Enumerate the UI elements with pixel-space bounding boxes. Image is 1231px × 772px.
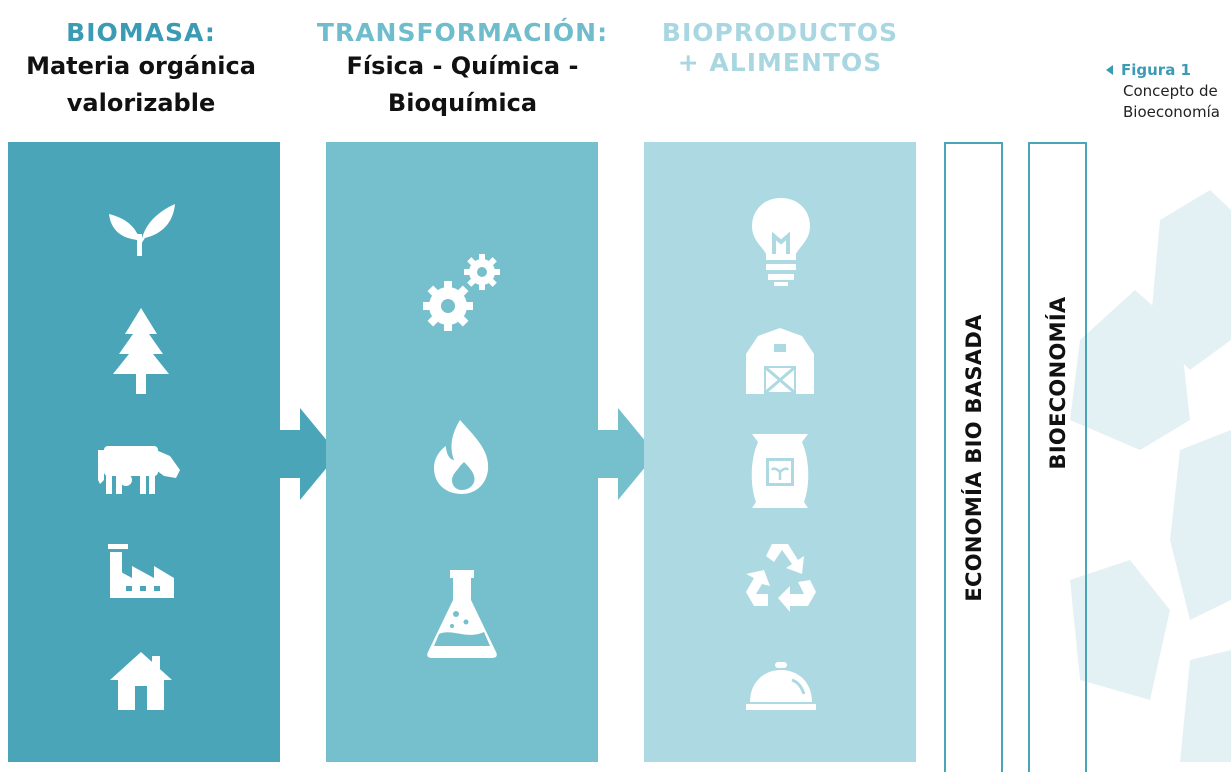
flask-icon [427,570,497,658]
sprout-icon [109,204,175,256]
header-biomasa-line1: Materia orgánica [26,52,256,80]
cow-icon [98,446,180,494]
arrow-right-icon [278,408,338,500]
lightbulb-icon [752,198,810,286]
factory-icon [108,544,174,598]
recycle-icon [746,544,816,612]
header-bioproductos-kicker: BIOPRODUCTOS [661,18,899,47]
band-bioeconomia: BIOECONOMÍA [1028,142,1087,772]
header-transformacion-line1: Física - Química - [346,52,579,80]
column-transformacion [326,142,598,762]
caret-left-icon [1106,65,1113,75]
band-economia-bio-basada: ECONOMÍA BIO BASADA [944,142,1003,772]
header-biomasa: BIOMASA: Materia orgánica valorizable [0,18,282,122]
figure-label: Figura 1 [1121,61,1191,79]
figure-caption-line1: Concepto de [1123,82,1218,100]
house-icon [110,652,172,710]
band-economia-bio-basada-label: ECONOMÍA BIO BASADA [961,314,986,602]
header-biomasa-kicker: BIOMASA: [66,18,216,47]
band-bioeconomia-label: BIOECONOMÍA [1045,296,1070,470]
gears-icon [423,254,500,331]
header-bioproductos: BIOPRODUCTOS + ALIMENTOS [640,18,920,78]
column-biomasa [8,142,280,762]
header-transformacion-kicker: TRANSFORMACIÓN: [316,18,609,47]
flame-icon [434,420,489,494]
figure-caption-line2: Bioeconomía [1123,103,1220,121]
seed-bag-icon [751,434,809,508]
figure-caption: Figura 1 Concepto de Bioeconomía [1106,60,1220,123]
header-transformacion: TRANSFORMACIÓN: Física - Química - Bioqu… [310,18,615,122]
barn-icon [746,328,814,394]
header-transformacion-line2: Bioquímica [387,89,538,117]
background-shapes [1070,190,1231,762]
header-bioproductos-line1: + ALIMENTOS [677,48,883,77]
header-biomasa-line2: valorizable [66,89,216,117]
tree-icon [113,308,169,394]
arrow-right-icon [596,408,656,500]
column-bioproductos [644,142,916,762]
food-cloche-icon [746,662,816,710]
